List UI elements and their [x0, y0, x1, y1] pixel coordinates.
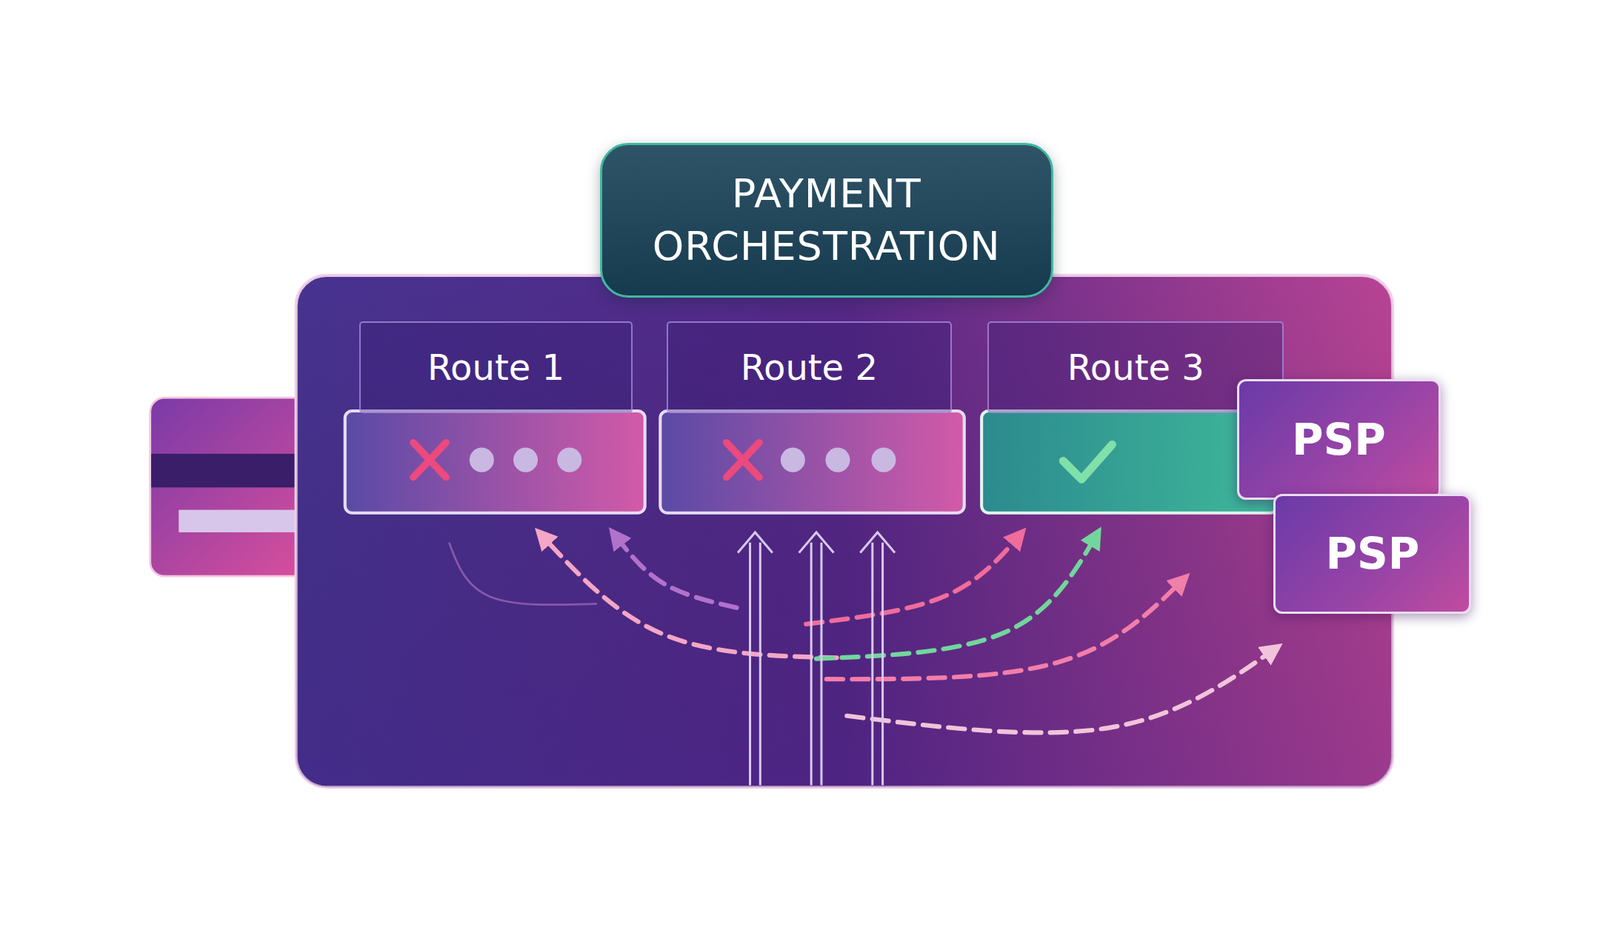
input-arrow	[799, 532, 835, 786]
psp-label: PSP	[1325, 528, 1420, 580]
route-label: Route 2	[740, 346, 878, 389]
title-text: PAYMENT ORCHESTRATION	[620, 168, 1034, 272]
route-arrow	[816, 534, 1098, 660]
route-tab: Route 2	[666, 321, 953, 414]
route-arrow	[846, 648, 1275, 734]
psp-label: PSP	[1291, 414, 1386, 466]
route-label: Route 3	[1067, 346, 1205, 389]
routing-arrows	[448, 532, 1276, 786]
route-tab: Route 1	[359, 321, 633, 414]
title-box: PAYMENT ORCHESTRATION	[600, 142, 1054, 298]
input-arrow	[737, 532, 773, 786]
route-label: Route 1	[427, 346, 565, 389]
route-arrow	[540, 534, 837, 659]
input-arrow	[860, 532, 895, 786]
orchestration-panel	[296, 275, 1393, 788]
route-arrow	[614, 534, 737, 609]
route-arrow	[805, 534, 1020, 625]
route-arrow	[826, 579, 1184, 680]
psp-box: PSP	[1237, 379, 1442, 500]
faint-arc	[448, 542, 598, 606]
psp-box: PSP	[1273, 494, 1472, 615]
status-bars	[345, 411, 1278, 514]
